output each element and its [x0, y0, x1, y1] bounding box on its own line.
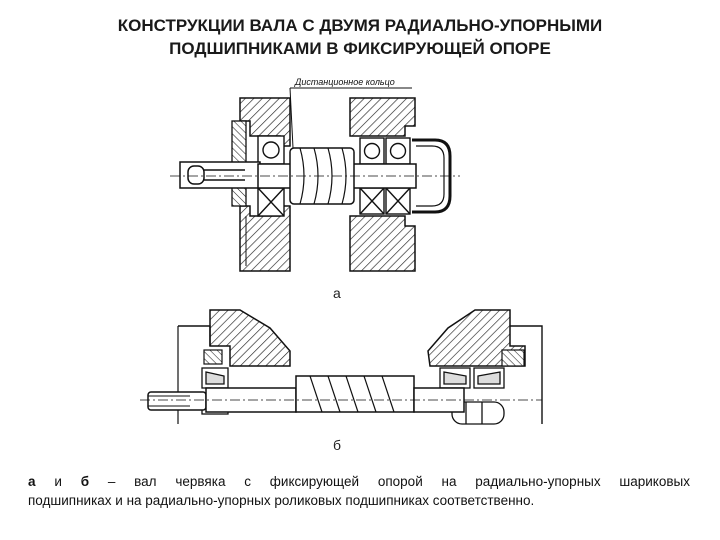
worm-shaft-a	[170, 147, 460, 205]
worm-shaft-b	[140, 375, 542, 413]
drawing-a-ball-bearings: Дистанционное кольцо	[170, 77, 460, 272]
title-line-2: ПОДШИПНИКАМИ В ФИКСИРУЮЩЕЙ ОПОРЕ	[169, 39, 551, 58]
figure-label-b: б	[333, 437, 342, 453]
housing-left-b	[177, 309, 291, 424]
ball-bearing-right-a	[359, 137, 411, 215]
caption-ref-a: а	[28, 474, 36, 489]
housing-left-a	[231, 97, 291, 272]
ball-bearing-left-a	[257, 135, 285, 217]
svg-text:Дистанционное кольцо: Дистанционное кольцо	[294, 77, 395, 87]
figure-label-a: а	[333, 285, 341, 301]
figure-caption: а и б – вал червяка с фиксирующей опорой…	[28, 472, 690, 510]
drawing-b-roller-bearings	[140, 309, 543, 425]
caption-conjunction: и	[54, 474, 62, 489]
title-line-1: КОНСТРУКЦИИ ВАЛА С ДВУМЯ РАДИАЛЬНО-УПОРН…	[117, 16, 603, 35]
caption-line-2: подшипниках и на радиально-упорных ролик…	[28, 493, 535, 508]
housing-right-a	[349, 97, 416, 272]
caption-line-1: а и б – вал червяка с фиксирующей опорой…	[28, 472, 690, 491]
caption-line-1-text: – вал червяка с фиксирующей опорой на ра…	[107, 474, 690, 489]
page-title: КОНСТРУКЦИИ ВАЛА С ДВУМЯ РАДИАЛЬНО-УПОРН…	[0, 14, 720, 60]
roller-bearing-right-b	[439, 367, 505, 425]
caption-ref-b: б	[80, 474, 90, 489]
housing-right-b	[427, 309, 543, 424]
